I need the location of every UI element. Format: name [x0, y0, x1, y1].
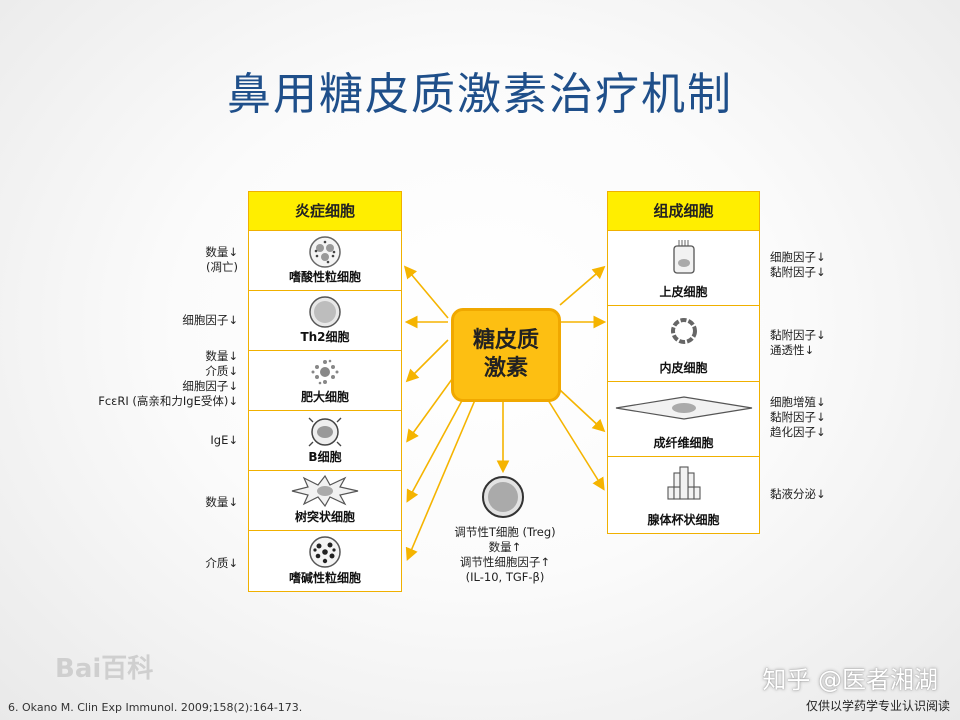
- effect-text: 数量↓: [205, 245, 238, 259]
- effect-text: 细胞因子↓: [182, 313, 238, 327]
- arrow-fibroblast: [559, 389, 606, 433]
- cell-label: 成纤维细胞: [653, 436, 714, 450]
- cell-label: 内皮细胞: [659, 361, 708, 375]
- basophil-icon: [309, 536, 341, 568]
- effect-text: 介质↓: [205, 364, 238, 378]
- structural-header: 组成细胞: [608, 192, 759, 231]
- cell-endothelial: 内皮细胞: [608, 306, 759, 382]
- treg-text-line: (IL-10, TGF-β): [465, 570, 545, 584]
- cell-goblet: 腺体杯状细胞: [608, 457, 759, 533]
- cell-epithelial: 上皮细胞: [608, 231, 759, 306]
- cell-label: 腺体杯状细胞: [647, 513, 720, 527]
- effect-text: IgE↓: [210, 433, 238, 447]
- dendritic-cell-icon: [291, 475, 359, 507]
- treg-text-line: 调节性T细胞 (Treg): [454, 525, 556, 539]
- effect-text: (凋亡): [206, 260, 238, 274]
- slide-title: 鼻用糖皮质激素治疗机制: [227, 69, 733, 120]
- endothelial-cell-icon: [670, 318, 697, 344]
- cell-label: 嗜碱性粒细胞: [288, 571, 361, 585]
- effect-note-epithelial: 细胞因子↓ 黏附因子↓: [770, 250, 826, 280]
- structural-cells-panel: 组成细胞 上皮细胞 内皮细胞 成纤维细胞 腺体杯状细胞: [607, 191, 760, 534]
- treg-text-line: 数量↑: [488, 540, 522, 554]
- effect-text: 黏附因子↓: [770, 265, 826, 279]
- arrow-goblet: [547, 399, 605, 491]
- effect-text: 数量↓: [205, 349, 238, 363]
- disclaimer: 仅供以学药学专业认识阅读: [805, 699, 950, 713]
- citation: 6. Okano M. Clin Exp Immunol. 2009;158(2…: [8, 701, 303, 714]
- epithelial-cell-icon: [672, 240, 695, 274]
- arrow-bcell: [406, 374, 456, 443]
- effect-text: 黏附因子↓: [770, 328, 826, 342]
- center-label-line1: 糖皮质: [472, 328, 539, 353]
- effect-note-eosinophil: 数量↓ (凋亡): [120, 245, 238, 275]
- effect-text: 黏液分泌↓: [770, 487, 826, 501]
- arrow-mast: [405, 339, 449, 383]
- eosinophil-icon: [309, 236, 341, 268]
- inflammatory-cells-panel: 炎症细胞 嗜酸性粒细胞 Th2细胞 肥大细胞 B细胞: [248, 191, 402, 592]
- effect-note-fibroblast: 细胞增殖↓ 黏附因子↓ 趋化因子↓: [770, 395, 826, 440]
- effect-note-th2: 细胞因子↓: [120, 313, 238, 328]
- cell-basophil: 嗜碱性粒细胞: [249, 531, 401, 591]
- arrow-eosinophil: [403, 265, 449, 319]
- effect-text: 细胞增殖↓: [770, 395, 826, 409]
- effect-text: FcεRI (高亲和力IgE受体)↓: [98, 394, 238, 408]
- cell-label: 上皮细胞: [659, 285, 708, 299]
- effect-text: 趋化因子↓: [770, 425, 826, 439]
- arrow-dendritic: [406, 394, 466, 503]
- arrow-epithelial: [559, 265, 606, 306]
- zhihu-watermark: 知乎 @医者湘湖: [762, 666, 938, 694]
- cell-fibroblast: 成纤维细胞: [608, 382, 759, 457]
- effect-text: 黏附因子↓: [770, 410, 826, 424]
- effect-text: 细胞因子↓: [182, 379, 238, 393]
- goblet-cell-icon: [666, 466, 701, 500]
- cell-label: B细胞: [308, 450, 342, 464]
- effect-text: 介质↓: [205, 556, 238, 570]
- cell-dendritic: 树突状细胞: [249, 471, 401, 531]
- cell-label: 树突状细胞: [294, 510, 355, 524]
- cell-label: Th2细胞: [300, 330, 350, 344]
- effect-note-goblet: 黏液分泌↓: [770, 487, 826, 502]
- th2-cell-icon: [309, 296, 341, 328]
- baidu-watermark: Bai百科: [55, 654, 154, 684]
- cell-bcell: B细胞: [249, 411, 401, 471]
- treg-text-line: 调节性细胞因子↑: [459, 555, 551, 569]
- cell-th2: Th2细胞: [249, 291, 401, 351]
- cell-label: 肥大细胞: [300, 390, 349, 404]
- effect-note-bcell: IgE↓: [120, 433, 238, 448]
- inflammatory-header: 炎症细胞: [249, 192, 401, 231]
- treg-cell-icon: [482, 476, 524, 518]
- glucocorticoid-center-box: 糖皮质 激素: [451, 308, 561, 402]
- effect-note-mast: 数量↓ 介质↓ 细胞因子↓ FcεRI (高亲和力IgE受体)↓: [40, 349, 238, 409]
- b-cell-icon: [308, 417, 342, 447]
- effect-note-dendritic: 数量↓: [120, 495, 238, 510]
- effect-note-basophil: 介质↓: [120, 556, 238, 571]
- cell-mast: 肥大细胞: [249, 351, 401, 411]
- effect-text: 数量↓: [205, 495, 238, 509]
- mast-cell-icon: [311, 359, 339, 385]
- cell-eosinophil: 嗜酸性粒细胞: [249, 231, 401, 291]
- fibroblast-icon: [615, 396, 752, 420]
- center-label-line2: 激素: [483, 356, 528, 381]
- cell-label: 嗜酸性粒细胞: [288, 270, 361, 284]
- effect-text: 细胞因子↓: [770, 250, 826, 264]
- treg-effects: 调节性T细胞 (Treg) 数量↑ 调节性细胞因子↑ (IL-10, TGF-β…: [425, 525, 585, 585]
- arrow-basophil: [405, 399, 476, 561]
- effect-note-endothelial: 黏附因子↓ 通透性↓: [770, 328, 826, 358]
- effect-text: 通透性↓: [770, 343, 815, 357]
